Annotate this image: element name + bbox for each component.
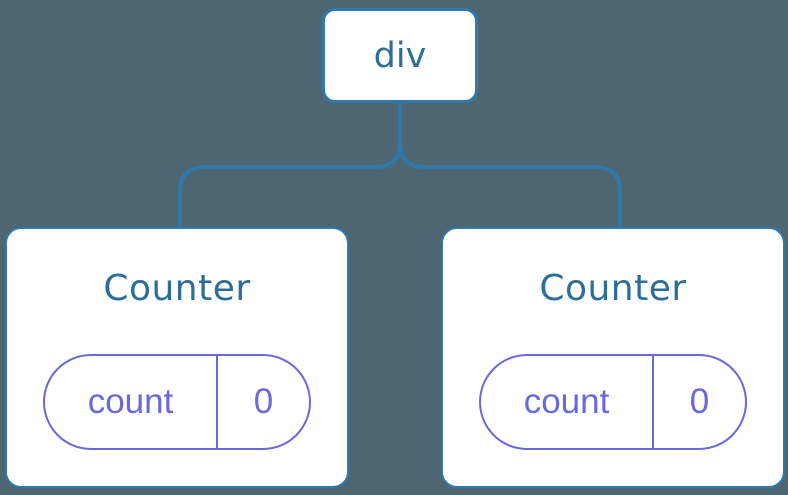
state-pill: count 0	[479, 354, 747, 450]
state-value-cell: 0	[654, 356, 745, 448]
state-name: count	[87, 382, 174, 421]
connector-left-branch	[178, 103, 402, 227]
connector-right-branch	[398, 103, 622, 227]
state-name-cell: count	[481, 356, 654, 448]
state-value: 0	[253, 382, 274, 421]
counter-card-left: Counter count 0	[5, 227, 349, 488]
state-name: count	[523, 382, 610, 421]
root-node-div: div	[322, 8, 478, 103]
counter-card-right: Counter count 0	[441, 227, 785, 488]
component-title: Counter	[539, 268, 687, 309]
state-value: 0	[689, 382, 710, 421]
state-pill: count 0	[43, 354, 311, 450]
state-value-cell: 0	[218, 356, 309, 448]
state-name-cell: count	[45, 356, 218, 448]
component-title: Counter	[103, 268, 251, 309]
root-node-label: div	[373, 35, 427, 76]
